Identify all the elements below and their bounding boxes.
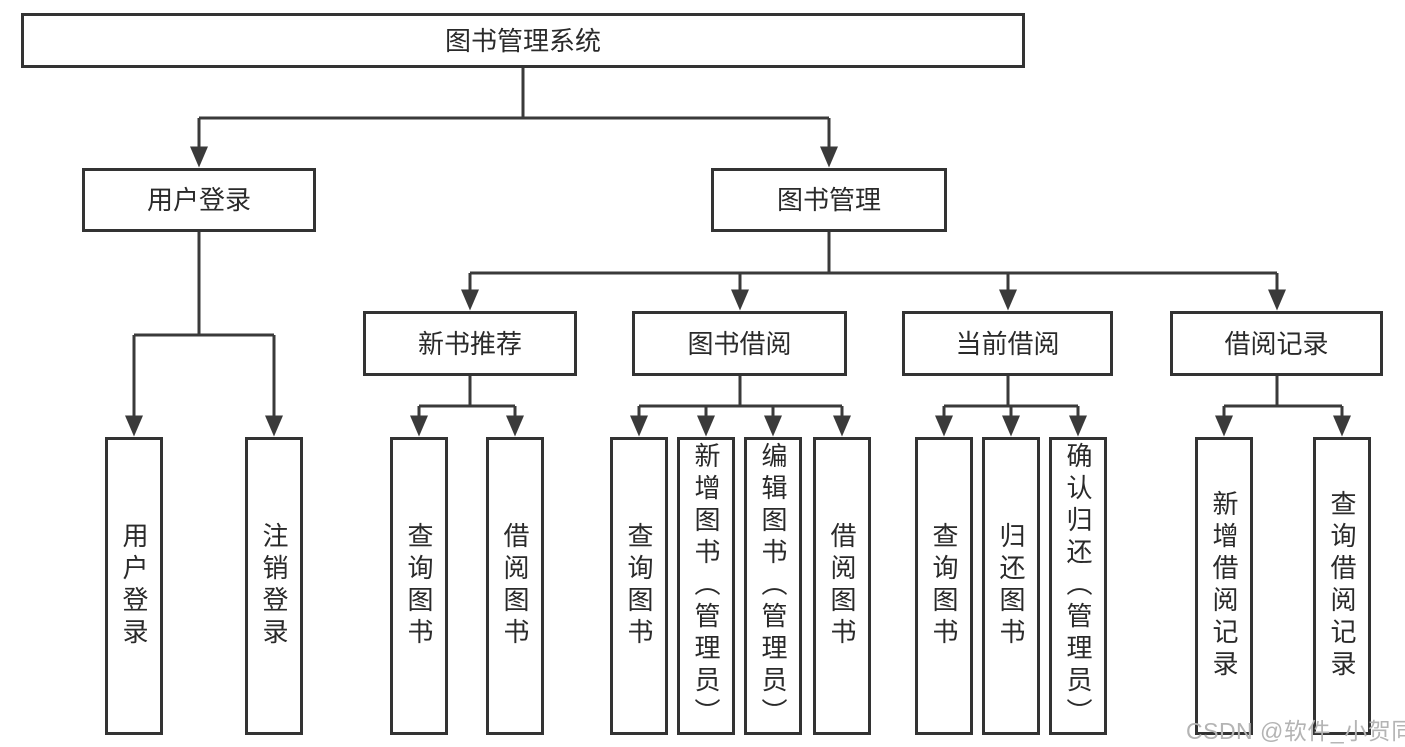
node-book-borrowing: 图书借阅 [632,311,847,376]
leaf-user-login-label: 用户登录 [119,522,149,650]
leaf-logout: 注销登录 [245,437,303,735]
leaf-query-books-borrowing-label: 查询图书 [624,522,654,650]
leaf-edit-book-admin: 编辑图书（管理员） [744,437,802,735]
leaf-query-borrow-record-label: 查询借阅记录 [1327,490,1357,682]
csdn-watermark: CSDN @软件_小贺同学 [1186,718,1405,744]
leaf-logout-label: 注销登录 [259,522,289,650]
node-borrowing-records-label: 借阅记录 [1224,328,1329,359]
node-current-borrowing: 当前借阅 [902,311,1113,376]
leaf-confirm-return-admin: 确认归还（管理员） [1049,437,1107,735]
leaf-edit-book-admin-label: 编辑图书（管理员） [758,442,788,730]
leaf-query-books-borrowing: 查询图书 [610,437,668,735]
leaf-add-borrow-record: 新增借阅记录 [1195,437,1253,735]
node-user-login-label: 用户登录 [146,185,251,215]
node-library-management-system: 图书管理系统 [21,13,1025,68]
node-current-borrowing-label: 当前借阅 [955,328,1060,359]
leaf-return-book-label: 归还图书 [996,522,1026,650]
node-user-login: 用户登录 [82,168,316,232]
leaf-user-login: 用户登录 [105,437,163,735]
node-book-management-label: 图书管理 [776,185,881,215]
leaf-borrow-books-recommend-label: 借阅图书 [500,522,530,650]
leaf-query-borrow-record: 查询借阅记录 [1313,437,1371,735]
leaf-confirm-return-admin-label: 确认归还（管理员） [1063,442,1093,730]
node-borrowing-records: 借阅记录 [1170,311,1383,376]
leaf-query-books-current-label: 查询图书 [929,522,959,650]
node-new-book-recommend: 新书推荐 [363,311,577,376]
node-book-management: 图书管理 [711,168,947,232]
node-book-borrowing-label: 图书借阅 [687,328,792,359]
leaf-add-book-admin: 新增图书（管理员） [677,437,735,735]
leaf-borrow-books-borrowing-label: 借阅图书 [827,522,857,650]
node-library-management-system-label: 图书管理系统 [444,25,601,56]
node-new-book-recommend-label: 新书推荐 [417,328,522,359]
leaf-borrow-books-recommend: 借阅图书 [486,437,544,735]
leaf-query-books-recommend: 查询图书 [390,437,448,735]
leaf-return-book: 归还图书 [982,437,1040,735]
leaf-add-book-admin-label: 新增图书（管理员） [691,442,721,730]
leaf-query-books-current: 查询图书 [915,437,973,735]
leaf-query-books-recommend-label: 查询图书 [404,522,434,650]
leaf-add-borrow-record-label: 新增借阅记录 [1209,490,1239,682]
leaf-borrow-books-borrowing: 借阅图书 [813,437,871,735]
